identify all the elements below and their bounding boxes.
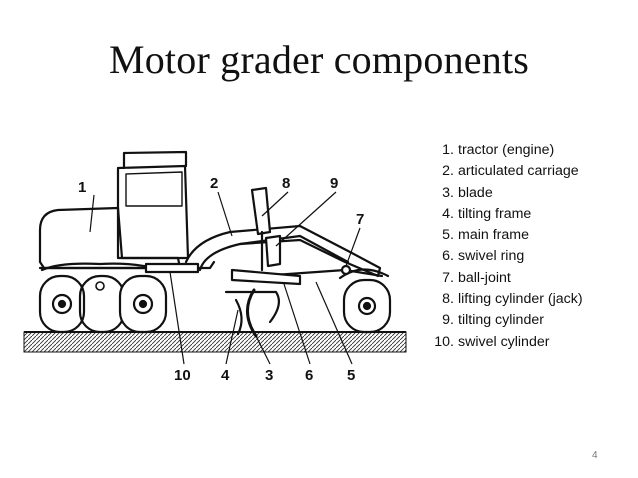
rear-fender [40,262,162,272]
legend-item: 8.lifting cylinder (jack) [432,289,583,310]
legend-number: 8. [442,291,454,308]
legend-text: articulated carriage [458,163,579,180]
legend-text: main frame [458,227,529,244]
cab-window [125,171,183,207]
main-frame-inner [238,234,350,264]
blade-edge [234,298,243,336]
legend-text: swivel ring [458,248,525,265]
legend-number: 6. [442,248,454,265]
legend-text: tractor (engine) [458,142,555,158]
legend-number: 5. [442,227,454,244]
legend-number: 2. [442,163,454,180]
legend-number: 10. [434,333,454,350]
diagram-label-8: 8 [282,175,290,192]
diagram-label-6: 6 [305,367,313,384]
swivel-ring-bar [230,268,302,286]
legend-number: 7. [442,269,454,286]
tractor-body [38,206,182,270]
diagram-label-5: 5 [347,367,355,384]
legend-text: tilting frame [458,205,532,222]
legend-item: 10.swivel cylinder [432,332,583,353]
legend-text: lifting cylinder (jack) [458,291,583,308]
legend-item: 7.ball-joint [432,268,583,289]
motor-grader-diagram: 1 2 8 9 7 10 4 3 6 5 [23,150,407,384]
chassis [38,260,216,270]
ground [23,331,407,353]
legend-text: ball-joint [458,269,511,286]
legend-number: 9. [442,312,454,329]
diagram-label-2: 2 [210,175,218,192]
legend-item: 3.blade [432,183,583,204]
tilting-cylinder [264,234,282,268]
legend-number: 1. [442,142,454,158]
component-legend: 1.tractor (engine) 2.articulated carriag… [432,140,583,353]
legend-item: 2.articulated carriage [432,161,583,182]
slide-title: Motor grader components [108,37,530,82]
diagram-label-3: 3 [265,367,273,384]
page-number: 4 [592,450,598,461]
wheels [38,274,392,334]
legend-item: 1.tractor (engine) [432,140,583,161]
diagram-label-10: 10 [174,367,191,384]
front-fender [338,268,390,280]
swivel-cylinder [144,262,200,274]
legend-text: swivel cylinder [458,333,550,350]
ball-joint [340,264,352,276]
tilting-frame [224,290,281,324]
blade [246,288,258,338]
legend-text: blade [458,184,493,201]
legend-item: 6.swivel ring [432,246,583,267]
legend-item: 5.main frame [432,225,583,246]
leader-lines [89,191,361,365]
diagram-label-4: 4 [221,367,230,384]
lifting-cylinder [250,186,272,236]
diagram-label-1: 1 [78,179,86,196]
legend-number: 3. [442,184,454,201]
cab-roof [122,150,188,170]
cab [116,164,190,260]
legend-text: tilting cylinder [458,312,544,329]
legend-item: 4.tilting frame [432,204,583,225]
legend-item: 9.tilting cylinder [432,310,583,331]
diagram-label-7: 7 [356,211,364,228]
diagram-label-9: 9 [330,175,338,192]
legend-number: 4. [442,205,454,222]
